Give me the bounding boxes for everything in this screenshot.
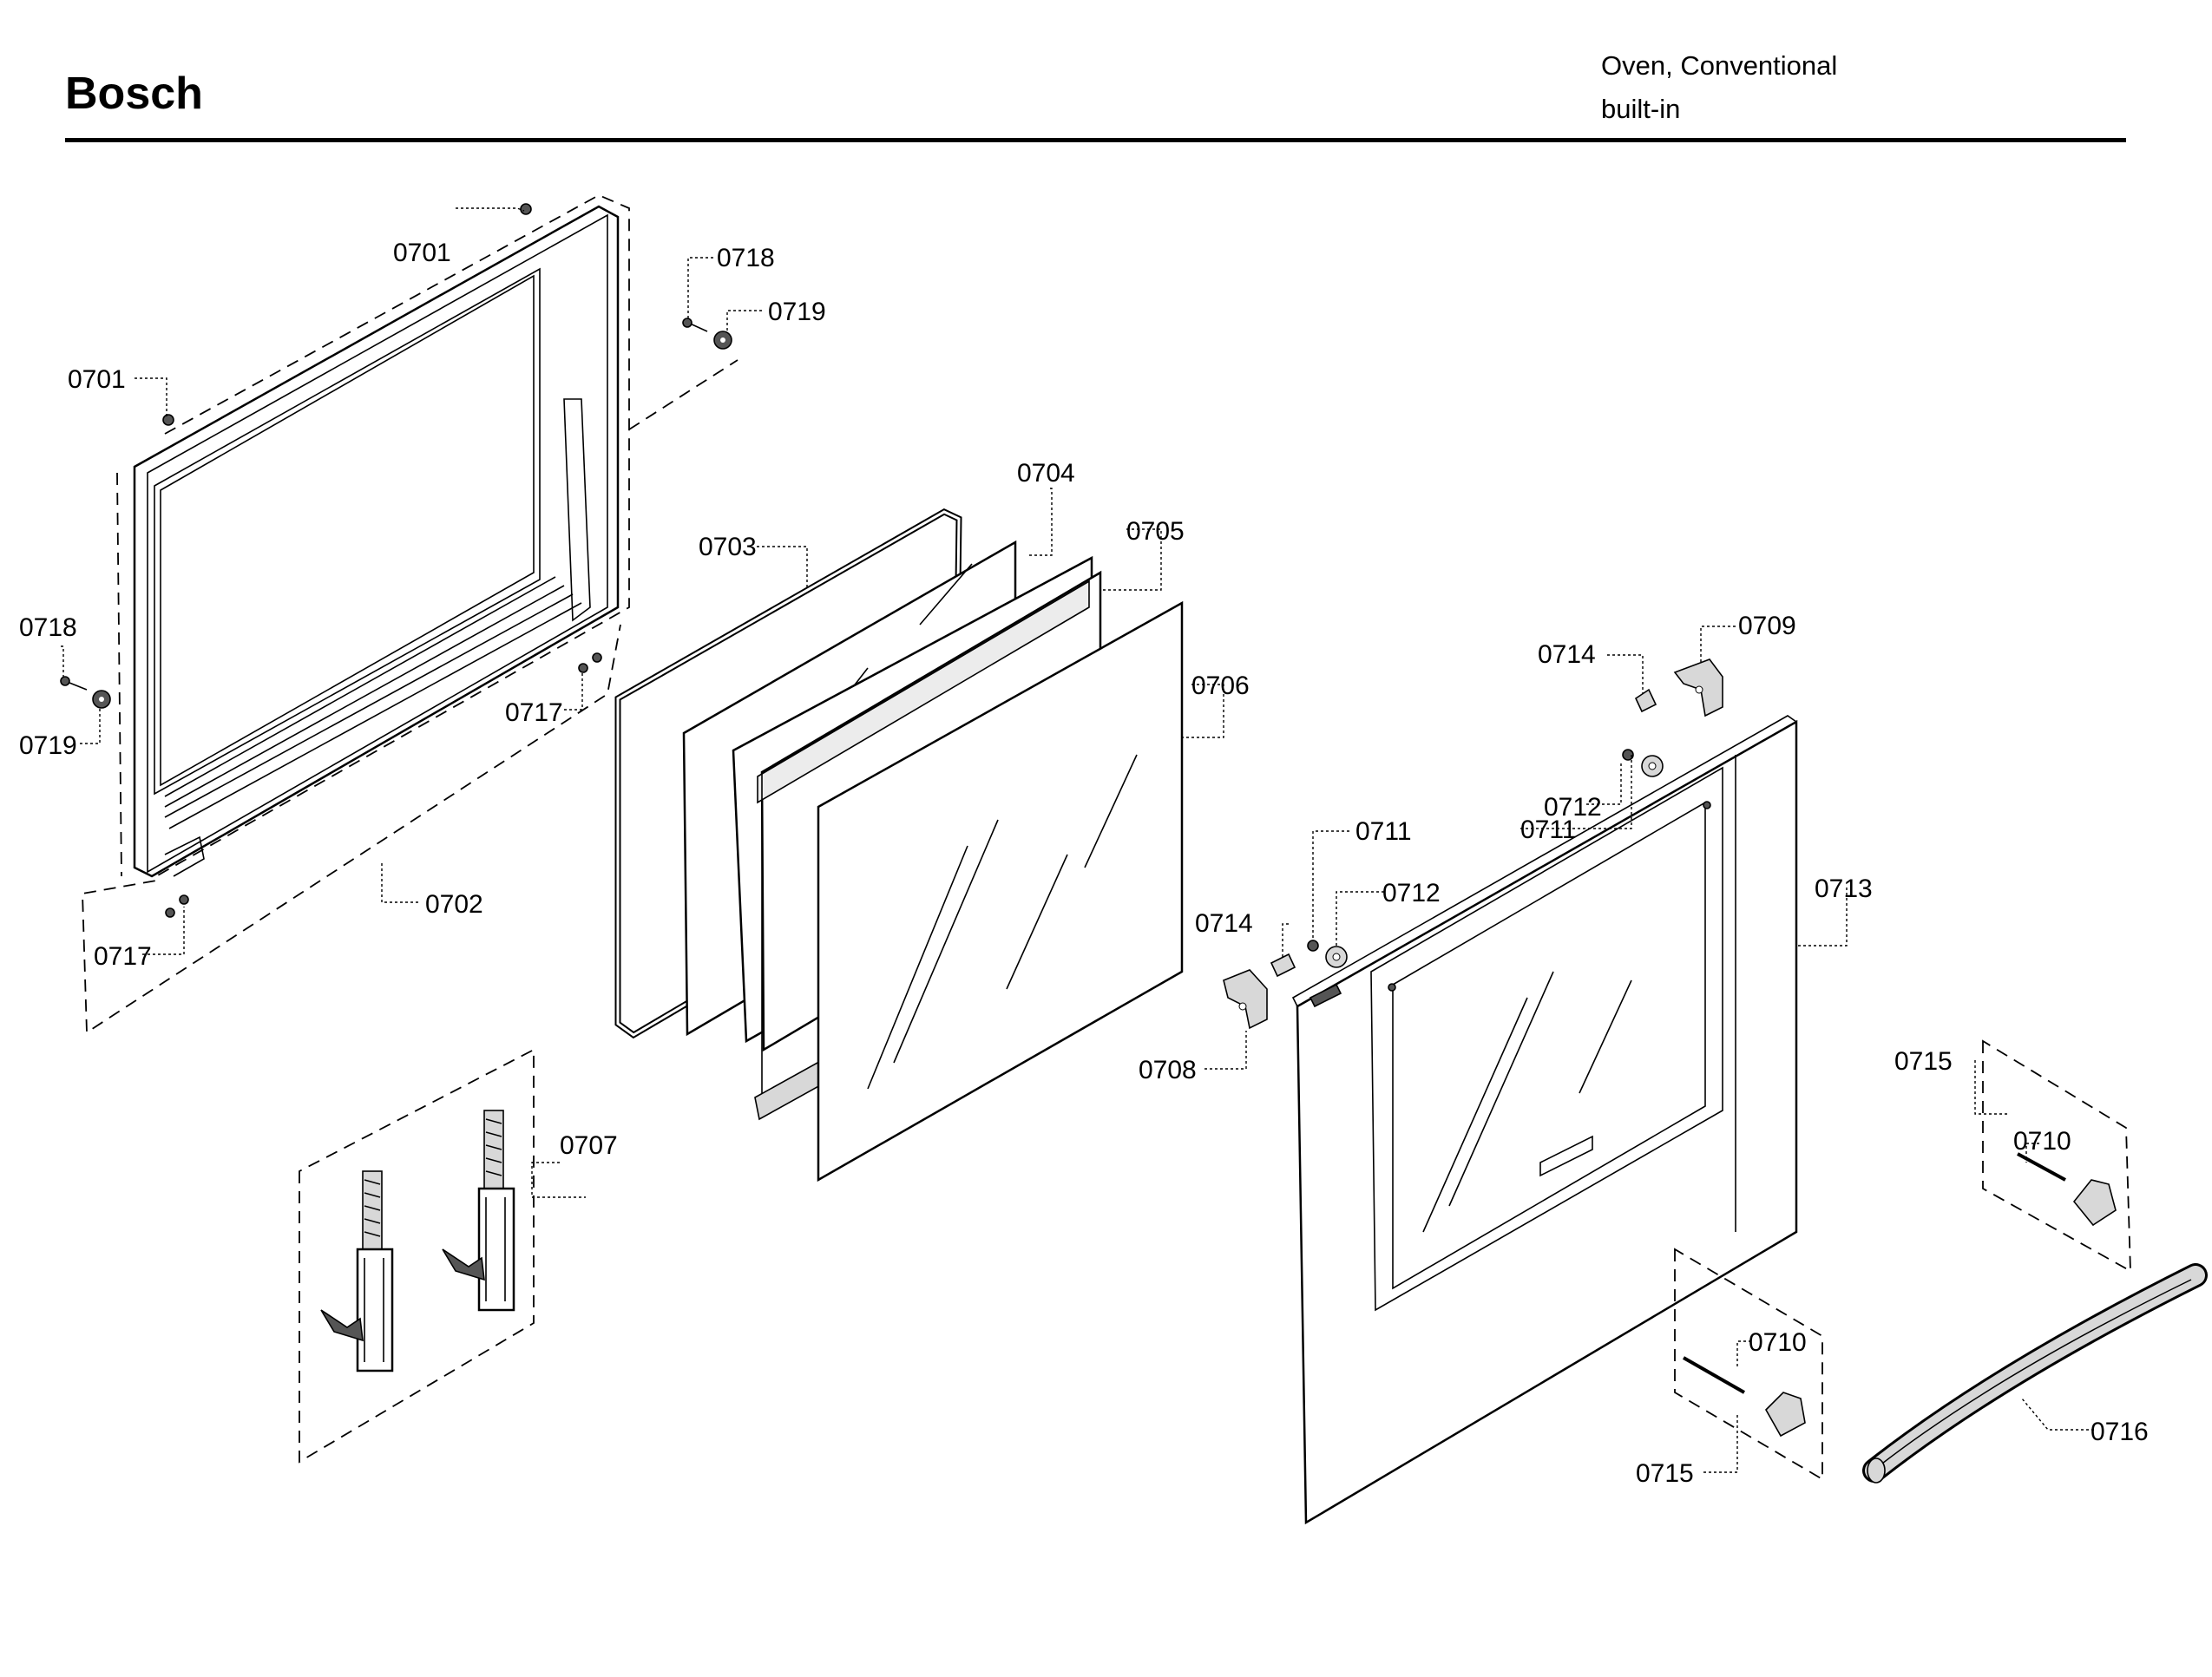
nut-0711-right [1622, 749, 1634, 761]
hinge-0707-right [442, 1110, 515, 1312]
callout-0712-right: 0712 [1544, 793, 1602, 822]
nut-0711-left [1307, 940, 1319, 952]
screw-0718-top [682, 318, 708, 332]
screw-0701-left [162, 414, 174, 426]
callout-0714-right: 0714 [1538, 640, 1596, 669]
callout-0715-left: 0715 [1636, 1459, 1694, 1488]
bushing-0714-left [1270, 953, 1296, 978]
callout-0719-top: 0719 [768, 298, 826, 326]
clip-0717-left [165, 894, 189, 918]
callout-0703: 0703 [699, 533, 757, 561]
brand-title: Bosch [65, 69, 203, 119]
leader-lines [61, 207, 2094, 1473]
screw-0701-top [520, 203, 532, 215]
handle-mount-group-right [1982, 1039, 2131, 1273]
bracket-0708 [1223, 969, 1268, 1030]
product-type: Oven, Conventional [1601, 50, 1838, 81]
clip-0717-right [578, 652, 602, 673]
callout-0706: 0706 [1191, 671, 1250, 700]
header-rule [65, 138, 2126, 142]
callout-0713: 0713 [1815, 875, 1873, 903]
washer-0712-left [1325, 946, 1348, 968]
callout-0704: 0704 [1017, 459, 1075, 488]
bracket-0709 [1673, 658, 1723, 717]
callout-0711-left: 0711 [1355, 817, 1412, 846]
hinge-0707-left [320, 1170, 394, 1372]
pin-0710-right [2017, 1152, 2066, 1182]
callout-labels: 0701 0701 0718 0719 0718 0719 0717 0717 … [19, 239, 2149, 1488]
callout-0708: 0708 [1139, 1056, 1197, 1084]
washer-0719-left [92, 690, 111, 709]
washer-0712-right [1641, 755, 1664, 777]
hinge-group-outline [299, 1048, 535, 1464]
pin-0710-left [1683, 1356, 1745, 1394]
washer-0719-top [713, 331, 732, 350]
endcap-0715-right [2072, 1179, 2117, 1227]
outer-door-panel-0713 [1291, 715, 1798, 1525]
frame-group-outline [82, 193, 630, 1034]
frame-group-outline-left [116, 472, 122, 877]
callout-0717-left: 0717 [94, 942, 152, 971]
callout-0710-left: 0710 [1749, 1328, 1807, 1357]
product-subtype: built-in [1601, 94, 1681, 124]
callout-0715-right: 0715 [1894, 1047, 1953, 1076]
callout-0701-left: 0701 [68, 365, 126, 394]
callout-0702: 0702 [425, 890, 483, 919]
callout-0709: 0709 [1738, 612, 1796, 640]
callout-0719-left: 0719 [19, 731, 77, 760]
callout-0711-right: 0711 [1520, 816, 1577, 844]
bushing-0714-right [1634, 688, 1657, 713]
callout-0710-right: 0710 [2013, 1127, 2071, 1156]
callout-0707: 0707 [560, 1131, 618, 1160]
door-handle-0716 [1862, 1263, 2208, 1484]
callout-0714-left: 0714 [1195, 909, 1253, 938]
callout-0716: 0716 [2091, 1418, 2149, 1446]
callout-0705: 0705 [1126, 517, 1185, 546]
screw-0718-left [60, 676, 88, 691]
callout-0718-top: 0718 [717, 244, 775, 272]
glass-panel-0706 [817, 600, 1184, 1182]
callout-0718-left: 0718 [19, 613, 77, 642]
callout-0717-right: 0717 [505, 698, 563, 727]
callout-0712-left: 0712 [1382, 879, 1441, 907]
endcap-0715-left [1765, 1392, 1806, 1438]
inner-door-frame [133, 205, 620, 878]
callout-0701-top: 0701 [393, 239, 451, 267]
